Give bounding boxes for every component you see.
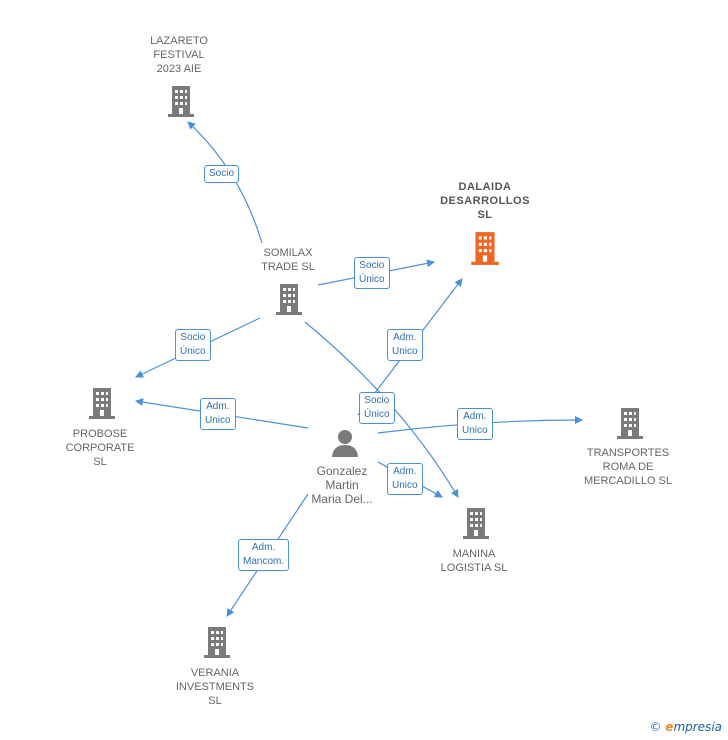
building-icon-dalaida[interactable] (469, 230, 501, 266)
building-icon-manina[interactable] (461, 506, 491, 540)
building-icon-somilax[interactable] (274, 282, 304, 316)
edge-label-somilax-manina[interactable]: Socio Único (359, 392, 395, 424)
building-icon-verania[interactable] (202, 625, 232, 659)
edge-label-somilax-lazareto[interactable]: Socio (204, 165, 240, 183)
edge-label-gonzalez-transportes[interactable]: Adm. Unico (457, 408, 493, 440)
node-label-verania[interactable]: VERANIA INVESTMENTS SL (175, 667, 255, 707)
node-label-somilax[interactable]: SOMILAX TRADE SL (261, 247, 315, 273)
edge-label-gonzalez-dalaida[interactable]: Adm. Unico (387, 329, 423, 361)
edge-label-gonzalez-manina[interactable]: Adm. Unico (387, 463, 423, 495)
building-icon-probose[interactable] (87, 386, 117, 420)
building-icon-lazareto[interactable] (166, 84, 196, 118)
edge-label-somilax-dalaida[interactable]: Socio Único (354, 257, 390, 289)
node-label-transportes[interactable]: TRANSPORTES ROMA DE MERCADILLO SL (583, 447, 673, 487)
edge-label-somilax-probose[interactable]: Socio Único (175, 329, 211, 361)
empresia-footer[interactable]: © empresia (649, 720, 722, 734)
edge-label-gonzalez-verania[interactable]: Adm. Mancom. (238, 539, 290, 571)
node-label-gonzalez[interactable]: Gonzalez Martin Maria Del... (311, 464, 373, 506)
empresia-logo[interactable]: empresia (665, 720, 722, 734)
building-icon-transportes[interactable] (615, 406, 645, 440)
copyright-symbol: © (649, 720, 662, 734)
node-label-lazareto[interactable]: LAZARETO FESTIVAL 2023 AIE (150, 35, 208, 75)
node-label-probose[interactable]: PROBOSE CORPORATE SL (65, 428, 135, 468)
node-label-manina[interactable]: MANINA LOGISTIA SL (440, 548, 508, 574)
node-label-dalaida[interactable]: DALAIDA DESARROLLOS SL (440, 181, 530, 221)
edge-label-gonzalez-probose[interactable]: Adm. Unico (200, 398, 236, 430)
person-icon-gonzalez[interactable] (330, 428, 360, 458)
